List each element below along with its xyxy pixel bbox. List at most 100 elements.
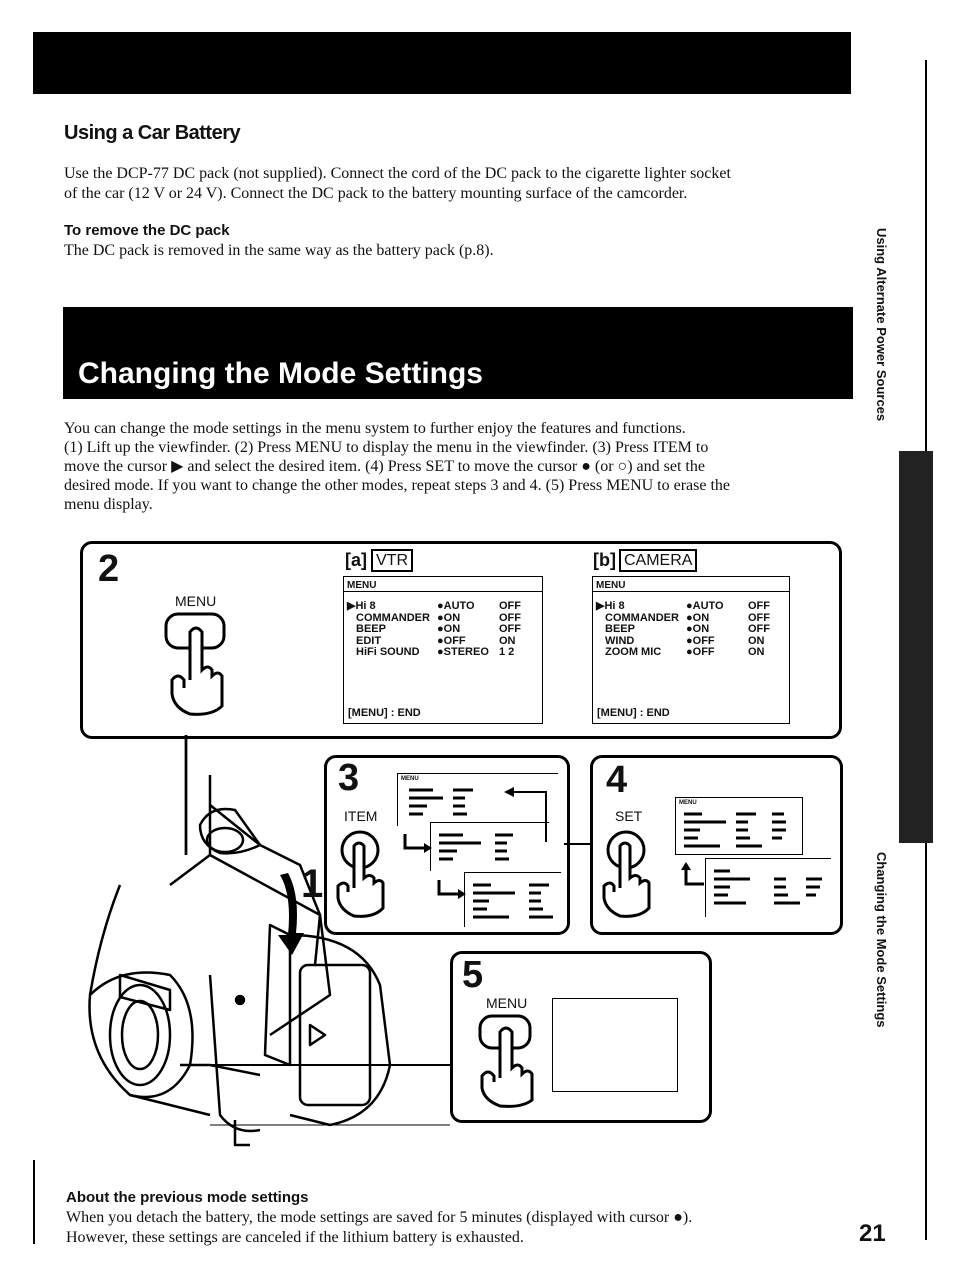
menu-value: ●AUTO xyxy=(437,600,475,612)
step-3-flow-arrow-2 xyxy=(437,880,466,899)
header-bar xyxy=(33,32,851,94)
menu-value: ●STEREO xyxy=(437,646,489,658)
note-heading: About the previous mode settings xyxy=(66,1189,309,1206)
menu-option: ON xyxy=(748,646,765,658)
vtr-label-prefix: [a] xyxy=(345,550,367,570)
hand-press-set-icon xyxy=(602,830,651,918)
menu-item: ▶Hi 8 xyxy=(347,600,376,612)
menu-item: ▶Hi 8 xyxy=(596,600,625,612)
menu-row: ▶Hi 8 ●AUTO OFF xyxy=(596,601,788,613)
mode-settings-intro: You can change the mode settings in the … xyxy=(64,419,854,514)
menu-value: ●OFF xyxy=(686,646,715,658)
intro-line: move the cursor ▶ and select the desired… xyxy=(64,458,705,475)
step-2-button-label: MENU xyxy=(175,593,217,609)
step-3-flow-arrows xyxy=(403,834,432,853)
mini-menu-lines xyxy=(714,869,822,905)
intro-line: You can change the mode settings in the … xyxy=(64,420,686,437)
mini-menu-lines xyxy=(409,788,473,816)
menu-row: ZOOM MIC ●OFF ON xyxy=(596,647,788,659)
sidebar-label-power-sources: Using Alternate Power Sources xyxy=(874,228,889,422)
menu-header: MENU xyxy=(347,580,377,591)
sidebar-label-mode-settings: Changing the Mode Settings xyxy=(874,852,889,1028)
note-line-2: However, these settings are canceled if … xyxy=(66,1229,524,1246)
vtr-menu-table: ▶Hi 8 ●AUTO OFF COMMANDER ●ON OFF BEEP ●ON OFF… xyxy=(347,601,539,659)
car-battery-paragraph: Use the DCP-77 DC pack (not supplied). C… xyxy=(64,164,854,204)
menu-value: ●OFF xyxy=(437,634,466,647)
step-5-number: 5 xyxy=(462,954,484,996)
intro-line: (1) Lift up the viewfinder. (2) Press ME… xyxy=(64,439,709,456)
menu-option: OFF xyxy=(499,611,521,624)
menu-option: OFF xyxy=(748,623,770,635)
car-battery-line-1: Use the DCP-77 DC pack (not supplied). C… xyxy=(64,165,731,182)
menu-item: ZOOM MIC xyxy=(605,646,662,658)
camera-label-prefix: [b] xyxy=(593,550,616,570)
car-battery-line-2: of the car (12 V or 24 V). Connect the D… xyxy=(64,185,688,202)
step-3-mini-screen-3 xyxy=(464,872,561,927)
step-4-button-label: SET xyxy=(615,808,643,824)
menu-header: MENU xyxy=(596,580,626,591)
cursor-arrow-icon xyxy=(504,787,547,842)
menu-value: ●OFF xyxy=(686,634,715,647)
step-3-mini-screen-1: MENU xyxy=(397,773,558,842)
menu-option: ON xyxy=(748,634,765,647)
page-number: 21 xyxy=(859,1220,886,1247)
menu-item: WIND xyxy=(605,634,635,647)
menu-value: ●ON xyxy=(686,611,710,624)
step-2-number: 2 xyxy=(98,548,120,590)
menu-value: ●AUTO xyxy=(686,600,724,612)
mini-menu-lines xyxy=(439,833,513,861)
sidebar-thumb-tab xyxy=(899,451,933,843)
step-4-mini-screen-2 xyxy=(705,858,831,917)
mini-menu-header: MENU xyxy=(679,800,697,806)
menu-option: OFF xyxy=(748,600,770,612)
section-title-car-battery: Using a Car Battery xyxy=(64,122,241,144)
step-4-number: 4 xyxy=(606,759,628,801)
menu-item: BEEP xyxy=(356,623,386,635)
menu-row: BEEP ●ON OFF xyxy=(347,624,539,636)
menu-option: OFF xyxy=(499,623,521,635)
left-edge-rule xyxy=(33,1160,35,1244)
mini-menu-lines xyxy=(684,812,786,848)
hand-press-menu-icon xyxy=(478,1014,534,1108)
menu-item: BEEP xyxy=(605,623,635,635)
menu-option: OFF xyxy=(748,611,770,624)
connector-line xyxy=(564,843,592,845)
menu-footer: [MENU] : END xyxy=(348,707,421,719)
remove-dc-pack-text: The DC pack is removed in the same way a… xyxy=(64,242,494,259)
blank-viewfinder-screen xyxy=(552,998,678,1092)
step-3-button-label: ITEM xyxy=(344,808,378,824)
menu-option: 1 2 xyxy=(499,646,515,658)
vtr-label: VTR xyxy=(371,549,413,572)
step-5-button-label: MENU xyxy=(486,995,528,1011)
camera-label: CAMERA xyxy=(619,549,698,572)
menu-item: COMMANDER xyxy=(356,611,430,624)
step-4-flow-arrow xyxy=(681,862,704,886)
step-4-mini-screen-1: MENU xyxy=(675,797,803,855)
vtr-menu-screen: MENU ▶Hi 8 ●AUTO OFF COMMANDER ●ON OFF BEEP ●… xyxy=(343,576,543,724)
menu-item: EDIT xyxy=(356,634,382,647)
hand-press-item-icon xyxy=(336,830,385,918)
step-3-number: 3 xyxy=(338,757,360,799)
hand-press-menu-icon xyxy=(164,612,226,716)
menu-value: ●ON xyxy=(437,623,461,635)
camcorder-illustration xyxy=(88,735,450,1147)
menu-row: COMMANDER ●ON OFF xyxy=(347,611,539,625)
intro-line: menu display. xyxy=(64,496,153,513)
note-line-1: When you detach the battery, the mode se… xyxy=(66,1209,693,1226)
menu-item: COMMANDER xyxy=(605,611,679,624)
menu-header-rule xyxy=(593,577,789,592)
menu-value: ●ON xyxy=(437,611,461,624)
section-title-bar xyxy=(63,307,853,399)
intro-line: desired mode. If you want to change the … xyxy=(64,477,731,494)
note-body: When you detach the battery, the mode se… xyxy=(66,1208,692,1248)
step-3-mini-screen-2 xyxy=(430,822,549,871)
menu-row: WIND ●OFF ON xyxy=(596,634,788,648)
menu-row: COMMANDER ●ON OFF xyxy=(596,611,788,625)
remove-dc-pack-heading: To remove the DC pack xyxy=(64,222,230,239)
